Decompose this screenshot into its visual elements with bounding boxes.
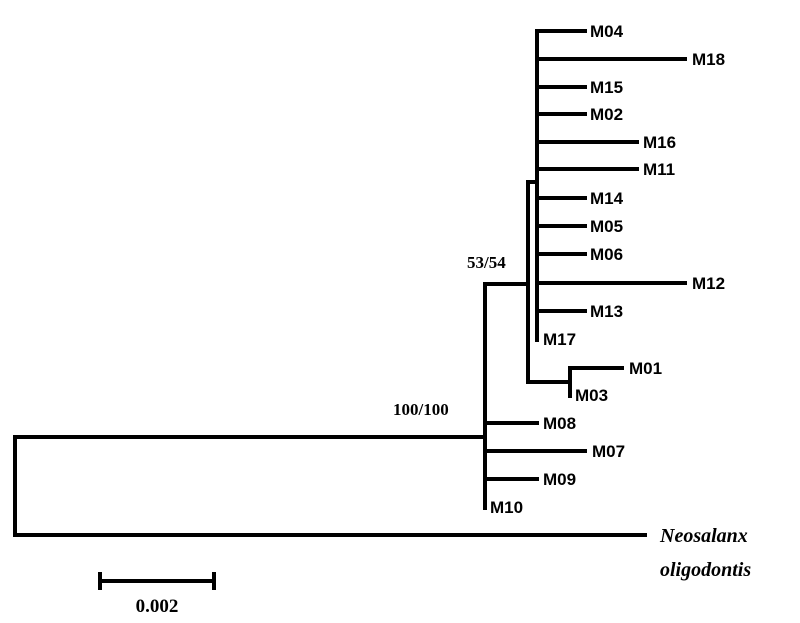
support-value-subclade: 53/54 xyxy=(467,253,506,272)
tip-label-m16: M16 xyxy=(643,133,676,152)
tip-label-m13: M13 xyxy=(590,302,623,321)
tip-label-m06: M06 xyxy=(590,245,623,264)
tip-label-m11: M11 xyxy=(643,160,675,179)
tip-label-m03: M03 xyxy=(575,386,608,405)
tip-label-m05: M05 xyxy=(590,217,623,236)
tip-label-m17: M17 xyxy=(543,330,576,349)
tip-label-m18: M18 xyxy=(692,50,725,69)
tip-label-m14: M14 xyxy=(590,189,624,208)
tip-label-m09: M09 xyxy=(543,470,576,489)
tip-label-m04: M04 xyxy=(590,22,624,41)
tip-label-m12: M12 xyxy=(692,274,725,293)
tip-label-m07: M07 xyxy=(592,442,625,461)
tip-label-m01: M01 xyxy=(629,359,662,378)
tip-label-m08: M08 xyxy=(543,414,576,433)
support-value-main-clade: 100/100 xyxy=(393,400,449,419)
tip-label-m15: M15 xyxy=(590,78,623,97)
scale-bar: 0.002 xyxy=(98,572,216,617)
scale-bar-label: 0.002 xyxy=(136,596,179,617)
outgroup-label-line2: oligodontis xyxy=(660,559,751,581)
tip-label-m02: M02 xyxy=(590,105,623,124)
outgroup-label-line1: Neosalanx xyxy=(659,525,748,547)
tip-label-m10: M10 xyxy=(490,498,523,517)
